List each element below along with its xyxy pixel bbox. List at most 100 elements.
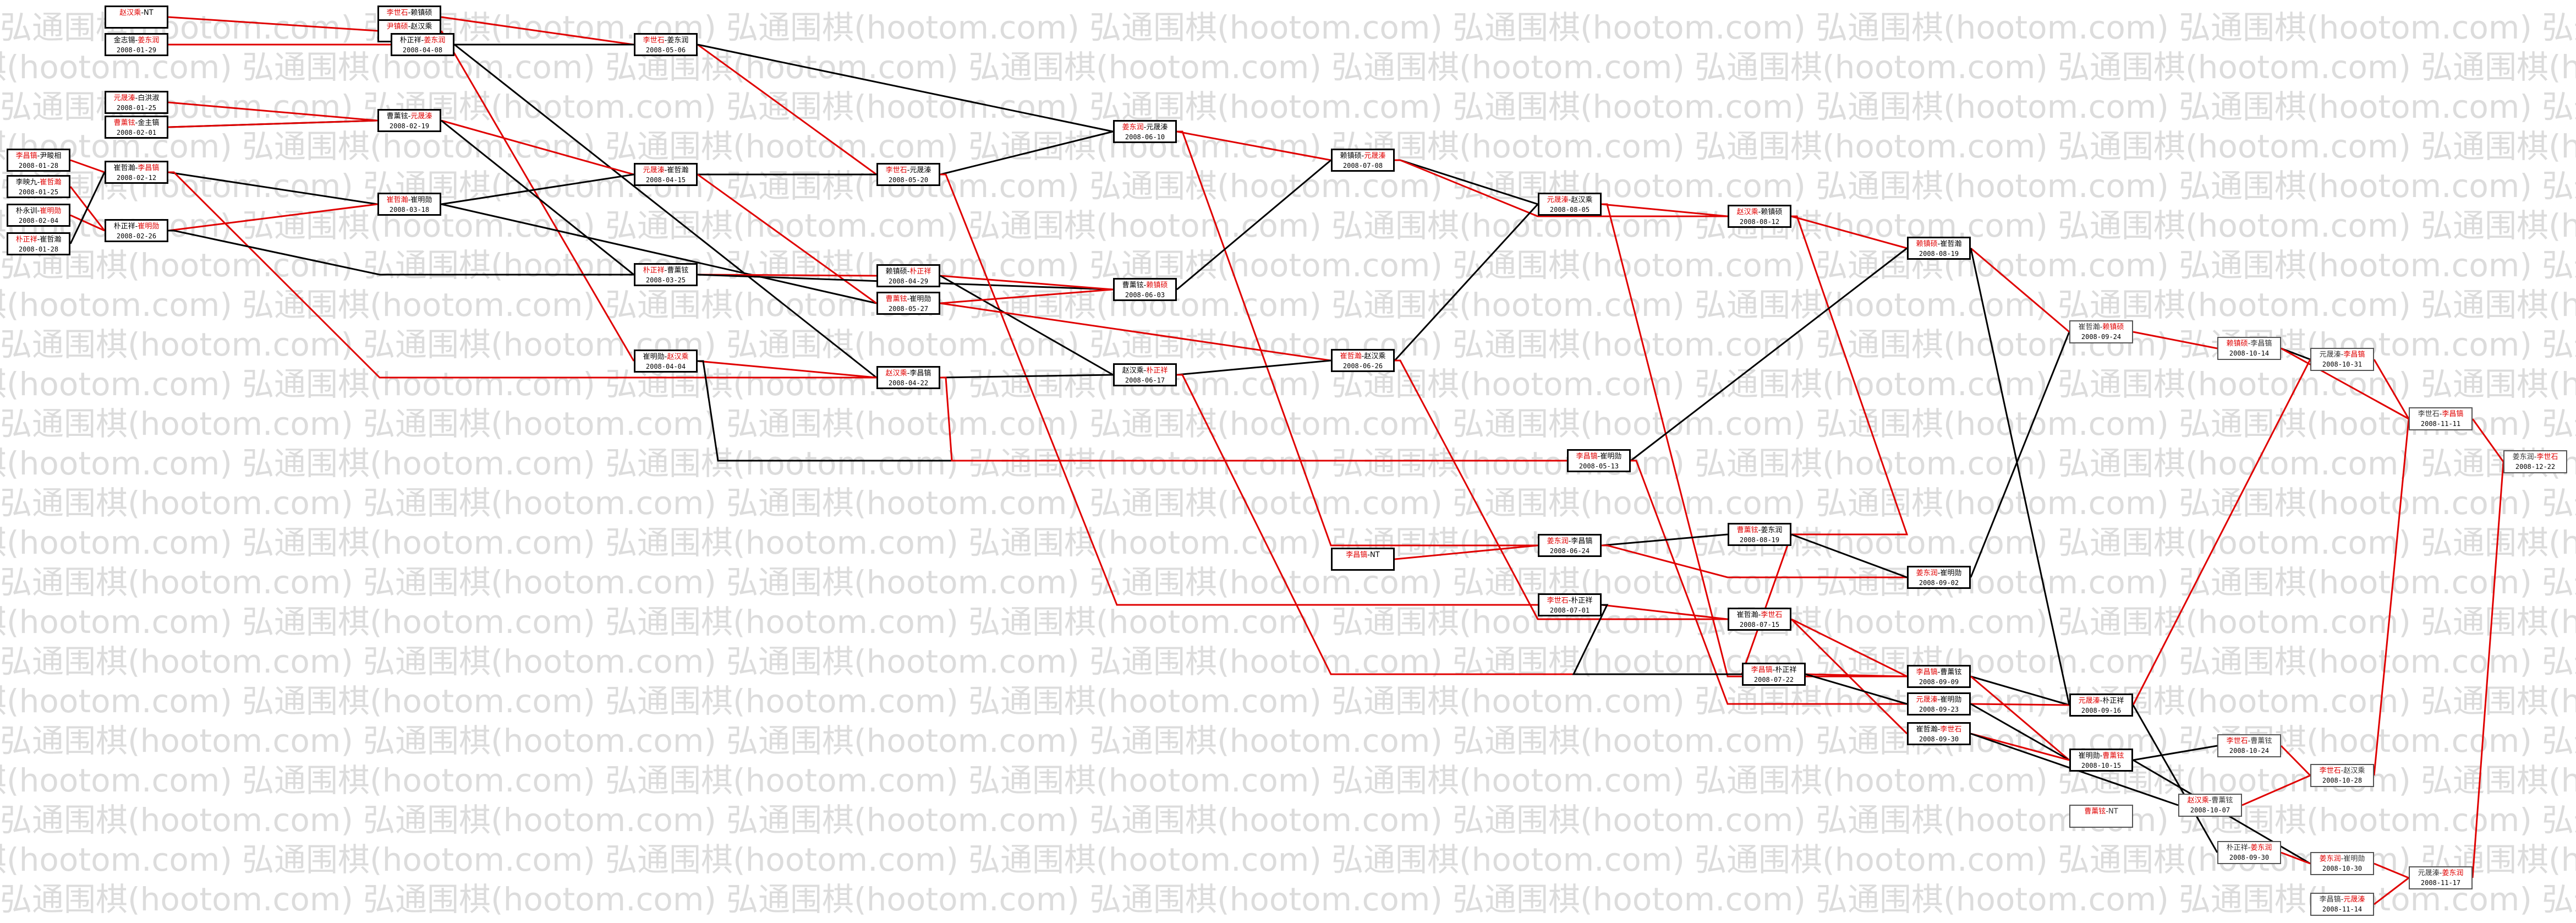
watermark-text: 弘通围棋(hootom.com) — [1453, 484, 1806, 522]
match-players: 赵汉乘-朴正祥 — [1115, 366, 1175, 376]
player-separator: - — [1758, 208, 1761, 216]
match-node[interactable]: 赵汉乘-NT — [105, 6, 168, 29]
player-a-name: 崔明勋 — [643, 353, 665, 361]
bracket-line — [441, 16, 634, 46]
player-separator: - — [135, 164, 138, 172]
player-a-name: 朴正祥 — [113, 222, 135, 231]
player-a-name: 朴永训 — [15, 207, 37, 215]
bracket-line — [454, 43, 877, 379]
watermark-text: 弘通围棋(hootom.com) — [1331, 207, 1685, 244]
match-date: 2008-01-29 — [116, 46, 157, 54]
watermark-text: 弘通围棋(hootom.com) — [1816, 88, 2169, 125]
watermark-text: 弘通围棋(hootom.com) — [0, 801, 353, 839]
player-a-name: 李映九 — [15, 178, 37, 187]
watermark-text: 弘通围棋(hootom.com) — [1816, 484, 2169, 522]
watermark-text: 弘通围棋(hootom.com) — [242, 841, 595, 878]
player-a-name: 尹镇硕 — [386, 23, 408, 31]
watermark-text: 弘通围棋(hootom.com) — [242, 524, 595, 561]
bracket-line — [1970, 675, 2070, 761]
watermark-text: 弘通围棋(hootom.com) — [0, 88, 353, 125]
bracket-line — [1728, 215, 1909, 536]
player-separator: - — [2106, 807, 2109, 816]
bracket-line — [1805, 673, 1908, 678]
watermark-text: 弘通围棋(hootom.com) — [2421, 920, 2576, 923]
match-node[interactable]: 曹薰铉-NT — [2069, 805, 2133, 828]
player-b-name: 赖镇硕 — [410, 9, 432, 17]
player-a-name: 李世石 — [1547, 597, 1569, 605]
bracket-line — [1791, 618, 1908, 678]
player-separator: - — [2534, 453, 2537, 461]
watermark-text: 弘通围棋(hootom.com) — [1331, 920, 1685, 923]
match-players: 李昌镐-曹薰铉 — [1909, 668, 1969, 678]
match-date: 2008-12-22 — [2515, 463, 2556, 471]
match-date: 2008-05-06 — [645, 46, 686, 54]
bracket-line — [1791, 215, 1908, 249]
player-a-name: 崔明勋 — [2078, 752, 2100, 760]
match-node[interactable]: 李昌镐-NT — [1331, 548, 1395, 571]
watermark-text: 弘通围棋(hootom.com) — [968, 762, 1322, 799]
player-a-name: 曹薰铉 — [2084, 807, 2106, 816]
bracket-line — [168, 230, 634, 276]
match-date: 2008-02-26 — [116, 232, 157, 240]
watermark-text: 弘通围棋(hootom.com) — [1695, 128, 2048, 165]
player-separator: - — [2248, 737, 2251, 745]
watermark-text: 弘通围棋(hootom.com) — [0, 682, 232, 720]
match-date: 2008-10-30 — [2322, 865, 2363, 872]
player-b-name: 姜东润 — [138, 36, 160, 45]
watermark-text: 弘通围棋(hootom.com) — [0, 405, 353, 443]
player-a-name: 崔哲瀚 — [2078, 323, 2100, 331]
